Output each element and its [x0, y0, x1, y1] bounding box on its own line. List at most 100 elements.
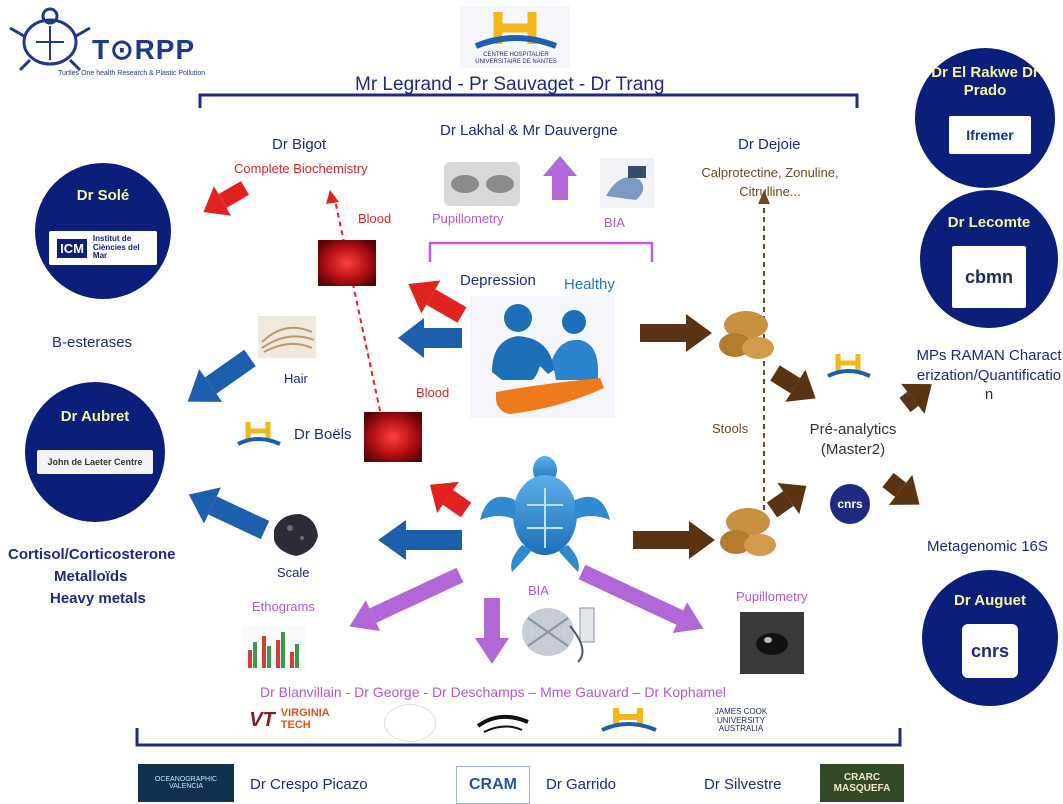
- pupillometry-top-label: Pupillometry: [432, 211, 504, 226]
- pre-analytics-label: Pré-analytics (Master2): [809, 421, 897, 459]
- ethograms-label: Ethograms: [252, 599, 315, 614]
- dr-boels-label: Dr Boëls: [294, 426, 352, 443]
- sea-turtle-icon: [480, 456, 610, 572]
- hospital-logo-boels: [232, 418, 284, 452]
- dr-lecomte-name: Dr Lecomte: [947, 214, 1031, 231]
- partner-logo-3: [470, 706, 536, 738]
- brown-arrow-stools-top: [640, 314, 712, 352]
- hospital-logo-header: [460, 6, 570, 68]
- dashed-blood-line: [334, 199, 383, 421]
- dr-aubret-name: Dr Aubret: [60, 408, 130, 425]
- brown-arrow-pre-top: [770, 365, 816, 402]
- healthy-people-icon: [470, 296, 615, 418]
- torpp-logo-subtext: Turtles One health Research & Plastic Po…: [58, 70, 206, 77]
- hospital-logo-bottom: [596, 704, 662, 740]
- partner-logo-2: [384, 704, 436, 742]
- torpp-turtle-logo: [9, 7, 91, 72]
- top-bracket: [198, 93, 859, 108]
- dr-sole-name: Dr Solé: [76, 187, 130, 204]
- pupillometry-goggles-image: [444, 162, 520, 206]
- dr-dejoie-label: Dr Dejoie: [738, 136, 801, 153]
- ifremer-logo: Ifremer: [949, 116, 1031, 154]
- turtle-eye-image: [740, 612, 804, 674]
- dr-bigot-label: Dr Bigot: [272, 136, 327, 153]
- scale-label: Scale: [277, 565, 310, 580]
- violet-arrow-up: [543, 156, 577, 200]
- dejoie-tests-label: Calprotectine, Zonuline, Citrulline...: [701, 165, 839, 199]
- red-arrow-biochem: [203, 181, 249, 216]
- depression-label: Depression: [460, 272, 536, 289]
- violet-arrow-ethograms: [349, 567, 464, 631]
- brown-arrow-metagenomic: [882, 472, 920, 505]
- icm-logo-mark: ICM: [57, 238, 87, 258]
- cnrs-small-logo: cnrs: [830, 484, 870, 524]
- icm-logo: ICM Institut de Ciències del Mar: [49, 231, 157, 265]
- metagenomic-label: Metagenomic 16S: [927, 538, 1048, 555]
- aubret-analysis-1: Cortisol/Corticosterone: [8, 546, 176, 563]
- red-arrow-blood-top: [408, 280, 467, 323]
- scale-image: [274, 514, 318, 556]
- complete-biochemistry-label: Complete Biochemistry: [234, 161, 368, 176]
- red-arrow-blood-mid: [429, 481, 472, 518]
- blood-image-top: [318, 240, 376, 286]
- pupillometry-bottom-label: Pupillometry: [736, 589, 808, 604]
- hair-image: [258, 316, 316, 358]
- virginia-tech-logo: VT VIRGINIA TECH: [240, 706, 350, 734]
- aubret-analysis-2: Metalloïds: [54, 568, 128, 585]
- partner-logo-3-mark: [476, 714, 529, 733]
- oceanographic-logo: OCEANOGRAPHIC VALENCIA: [138, 764, 234, 802]
- blood-image-mid: [364, 412, 422, 462]
- circle-dr-lecomte: Dr Lecomte cbmn: [920, 190, 1058, 328]
- ethogram-chart-image: [242, 626, 306, 672]
- bia-device-top-image: [600, 158, 654, 208]
- bottom-team-label: Dr Blanvillain - Dr George - Dr Deschamp…: [260, 684, 727, 700]
- brown-arrow-raman: [899, 383, 932, 414]
- healthy-label: Healthy: [564, 276, 615, 293]
- blue-arrow-aubret-bottom: [188, 487, 270, 540]
- circle-dr-sole: Dr Solé ICM Institut de Ciències del Mar: [35, 163, 171, 299]
- b-esterases-label: B-esterases: [52, 334, 133, 351]
- circle-dr-aubret: Dr Aubret John de Laeter Centre: [25, 382, 165, 522]
- torpp-logo-text: T⊙RPP: [92, 34, 196, 65]
- blood-label-mid: Blood: [416, 385, 450, 400]
- circle-dr-el-rakwe: Dr El Rakwe Dr Prado Ifremer: [915, 48, 1055, 188]
- brown-arrow-stools-bottom: [633, 521, 715, 559]
- john-de-laeter-logo: John de Laeter Centre: [37, 450, 153, 474]
- dr-el-rakwe-name: Dr El Rakwe Dr Prado: [931, 64, 1039, 99]
- brown-arrow-pre-bottom: [766, 482, 807, 518]
- dr-silvestre-label: Dr Silvestre: [704, 776, 782, 793]
- icm-logo-text: Institut de Ciències del Mar: [92, 233, 140, 261]
- bia-top-label: BIA: [604, 215, 625, 230]
- violet-bracket: [428, 241, 654, 262]
- blood-label-top: Blood: [358, 211, 392, 226]
- bia-device-bottom-image: [522, 607, 595, 663]
- bottom-bracket: [135, 728, 902, 747]
- hair-label: Hair: [284, 371, 308, 386]
- cbmn-logo: cbmn: [952, 246, 1026, 308]
- blue-arrow-scale: [378, 520, 462, 560]
- hospital-logo-preanalytics: [822, 350, 874, 384]
- violet-arrow-down: [475, 598, 509, 664]
- dr-crespo-label: Dr Crespo Picazo: [250, 776, 368, 793]
- aubret-analysis-3: Heavy metals: [50, 590, 146, 607]
- stools-label: Stools: [712, 421, 749, 436]
- circle-dr-auguet: Dr Auguet cnrs: [922, 570, 1058, 706]
- mps-raman-label: MPs RAMAN Characterization/Quantificatio…: [916, 347, 1062, 403]
- cram-logo: CRAM: [456, 766, 530, 804]
- james-cook-logo: JAMES COOK UNIVERSITY AUSTRALIA: [714, 706, 768, 734]
- header-hospital-caption: CENTRE HOSPITALIER UNIVERSITAIRE DE NANT…: [475, 52, 557, 65]
- dr-auguet-name: Dr Auguet: [954, 592, 1026, 609]
- crarc-logo: CRARC MASQUEFA: [820, 764, 904, 802]
- stool-image-bottom: [720, 508, 776, 556]
- virginia-tech-mark: VT: [249, 708, 275, 731]
- dr-lakhal-label: Dr Lakhal & Mr Dauvergne: [440, 122, 618, 139]
- header-team: Mr Legrand - Pr Sauvaget - Dr Trang: [355, 74, 665, 95]
- blue-arrow-hair: [398, 318, 462, 358]
- bia-bottom-label: BIA: [528, 583, 549, 598]
- cnrs-logo: cnrs: [962, 624, 1018, 678]
- virginia-tech-text: VIRGINIA TECH: [280, 707, 330, 731]
- blue-arrow-aubret-top: [187, 349, 256, 402]
- violet-arrow-pupillometry: [578, 564, 704, 634]
